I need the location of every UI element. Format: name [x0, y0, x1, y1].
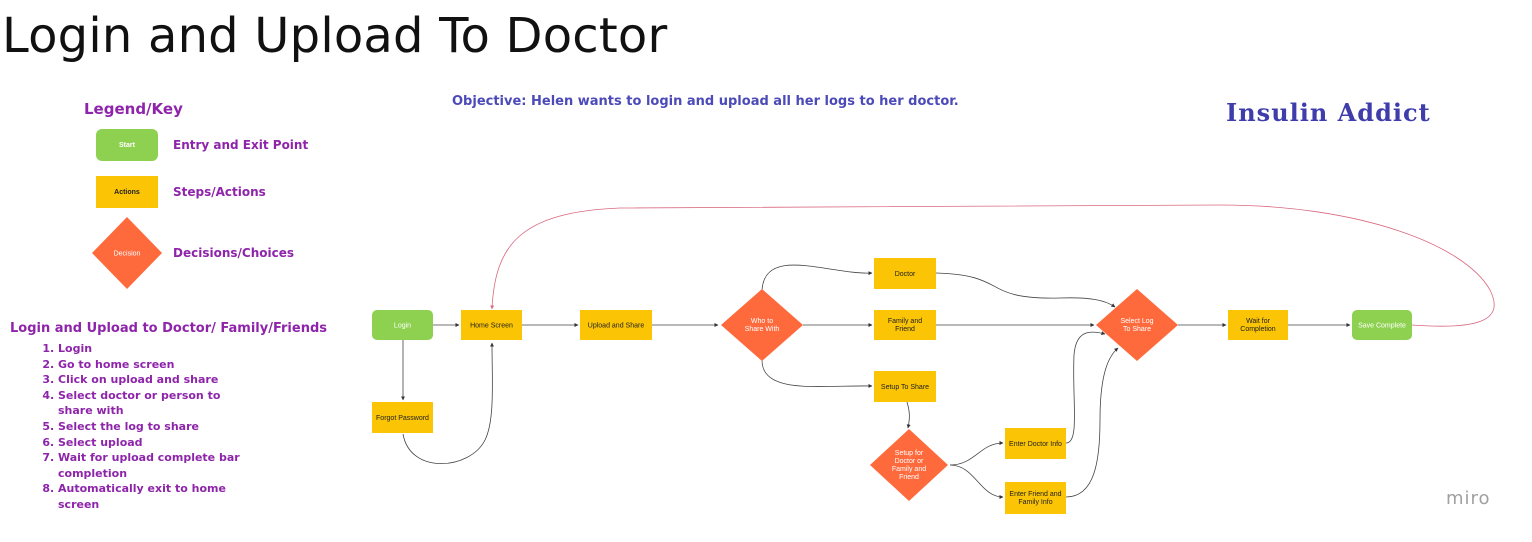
legend-action-text: Actions: [114, 188, 140, 196]
step-item: Select doctor or person to share with: [58, 388, 258, 419]
edge-enterfriend-select: [1065, 347, 1119, 498]
connectors: [401, 264, 1351, 499]
step-item: Select the log to share: [58, 419, 258, 435]
miro-watermark: miro: [1446, 488, 1491, 509]
node-wait-text-1: Wait for: [1246, 318, 1271, 325]
node-upload-share: Upload and Share: [580, 310, 652, 340]
node-wait-text-2: Completion: [1240, 326, 1276, 333]
edge-who-setup: [761, 359, 873, 388]
step-item: Login: [58, 341, 258, 357]
node-home-screen: Home Screen: [461, 310, 522, 340]
step-item: Click on upload and share: [58, 372, 258, 388]
steps-title: Login and Upload to Doctor/ Family/Frien…: [10, 321, 328, 336]
node-select-text-1: Select Log: [1120, 318, 1153, 325]
node-home-text: Home Screen: [470, 323, 513, 330]
legend-action-shape: Actions: [96, 176, 158, 208]
node-who-text-2: Share With: [745, 326, 780, 333]
node-family-friend: Family and Friend: [874, 310, 936, 340]
node-login: Login: [372, 310, 433, 340]
legend-start-text: Start: [119, 141, 135, 149]
legend-start-shape: Start: [96, 129, 158, 161]
node-setup-to-share: Setup To Share: [874, 371, 936, 402]
node-setupfor-text-1: Setup for: [895, 450, 924, 457]
node-forgot-text: Forgot Password: [376, 415, 429, 422]
node-setupfor-text-3: Family and: [892, 466, 926, 473]
legend-decision-label: Decisions/Choices: [173, 246, 294, 260]
node-enter-doctor: Enter Doctor Info: [1005, 428, 1066, 459]
node-enterdoctor-text: Enter Doctor Info: [1009, 441, 1062, 448]
node-upload-text: Upload and Share: [588, 323, 645, 330]
page-title: Login and Upload To Doctor: [2, 8, 668, 64]
node-wait-completion: Wait for Completion: [1228, 310, 1288, 340]
step-item: Select upload: [58, 435, 258, 451]
edge-setupfor-enterdoctor: [949, 441, 1004, 466]
objective-text: Objective: Helen wants to login and uplo…: [452, 94, 959, 109]
node-setup-text: Setup To Share: [881, 384, 929, 391]
node-doctor-text: Doctor: [895, 271, 916, 278]
node-save-complete: Save Complete: [1352, 310, 1412, 340]
step-item: Go to home screen: [58, 357, 258, 373]
brand-logo: Insulin Addict: [1226, 98, 1431, 127]
node-login-text: Login: [394, 323, 411, 330]
node-enterfriend-text-1: Enter Friend and: [1009, 491, 1061, 498]
edge-who-doctor: [761, 264, 873, 291]
node-setupfor-text-4: Friend: [899, 474, 919, 481]
node-setupfor-text-2: Doctor or: [895, 458, 924, 465]
node-family-text-1: Family and: [888, 318, 922, 325]
step-item: Wait for upload complete bar completion: [58, 450, 258, 481]
edge-setupfor-enterfriend: [949, 464, 1004, 499]
node-enterfriend-text-2: Family Info: [1018, 499, 1052, 506]
node-family-text-2: Friend: [895, 326, 915, 333]
edge-setup-setupfor: [906, 401, 911, 429]
edge-enterdoctor-select: [1065, 331, 1106, 444]
edge-forgot-home: [402, 342, 495, 465]
legend-start-label: Entry and Exit Point: [173, 138, 309, 152]
node-who-text-1: Who to: [751, 318, 773, 325]
node-select-log: Select Log To Share: [1096, 289, 1178, 361]
legend-decision-text: Decision: [114, 251, 141, 258]
node-who-to-share: Who to Share With: [721, 289, 803, 361]
node-select-text-2: To Share: [1123, 326, 1151, 333]
node-save-text: Save Complete: [1358, 323, 1406, 330]
edge-doctor-select: [935, 272, 1116, 308]
node-forgot-password: Forgot Password: [372, 402, 433, 433]
legend-decision-shape: Decision: [92, 217, 162, 289]
node-enter-friend: Enter Friend and Family Info: [1005, 482, 1066, 514]
legend-action-label: Steps/Actions: [173, 185, 266, 199]
steps-list: Login Go to home screen Click on upload …: [40, 341, 258, 513]
legend-title: Legend/Key: [84, 100, 183, 118]
edge-save-home-loop: [490, 204, 1495, 327]
node-setup-for: Setup for Doctor or Family and Friend: [870, 429, 948, 501]
node-doctor: Doctor: [874, 258, 936, 289]
step-item: Automatically exit to home screen: [58, 481, 258, 512]
